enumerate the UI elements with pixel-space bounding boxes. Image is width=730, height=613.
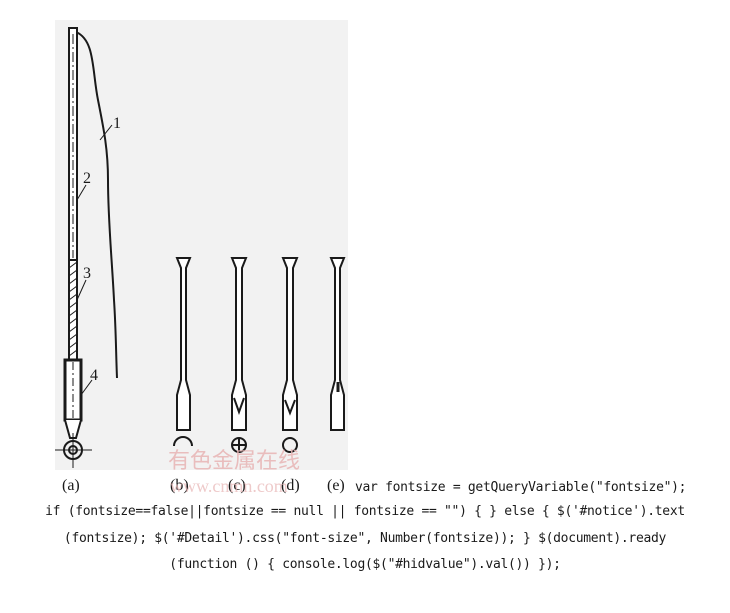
code-line-4: (function () { console.log($("#hidvalue"… [169,557,561,572]
panel-label-e: (e) [327,477,345,494]
leader-3 [76,279,87,301]
code-line-1: var fontsize = getQueryVariable("fontsiz… [355,480,687,495]
callout-3: 3 [83,265,91,282]
panel-label-c: (c) [228,477,246,494]
figure-panel-background [55,20,348,470]
panel-label-a: (a) [62,477,80,494]
leader-2 [76,184,87,201]
panel-label-b: (b) [170,477,189,494]
tool-e [329,257,346,431]
tool-a [55,27,118,468]
callout-1: 1 [113,115,121,132]
panel-label-d: (d) [281,477,300,494]
callout-2: 2 [83,170,91,187]
tool-c [230,257,248,453]
leader-4 [80,379,93,396]
hatch-lines [68,261,78,357]
code-line-3: (fontsize); $('#Detail').css("font-size"… [63,531,667,546]
callout-4: 4 [90,367,98,384]
tool-b [173,257,193,447]
tool-d [281,257,299,453]
watermark-url: www.cnmn.com [170,476,288,496]
leader-1 [99,124,113,141]
cable-line [75,31,118,379]
watermark-cn: 有色金属在线 [168,449,300,474]
code-line-2: if (fontsize==false||fontsize == null ||… [45,504,685,519]
